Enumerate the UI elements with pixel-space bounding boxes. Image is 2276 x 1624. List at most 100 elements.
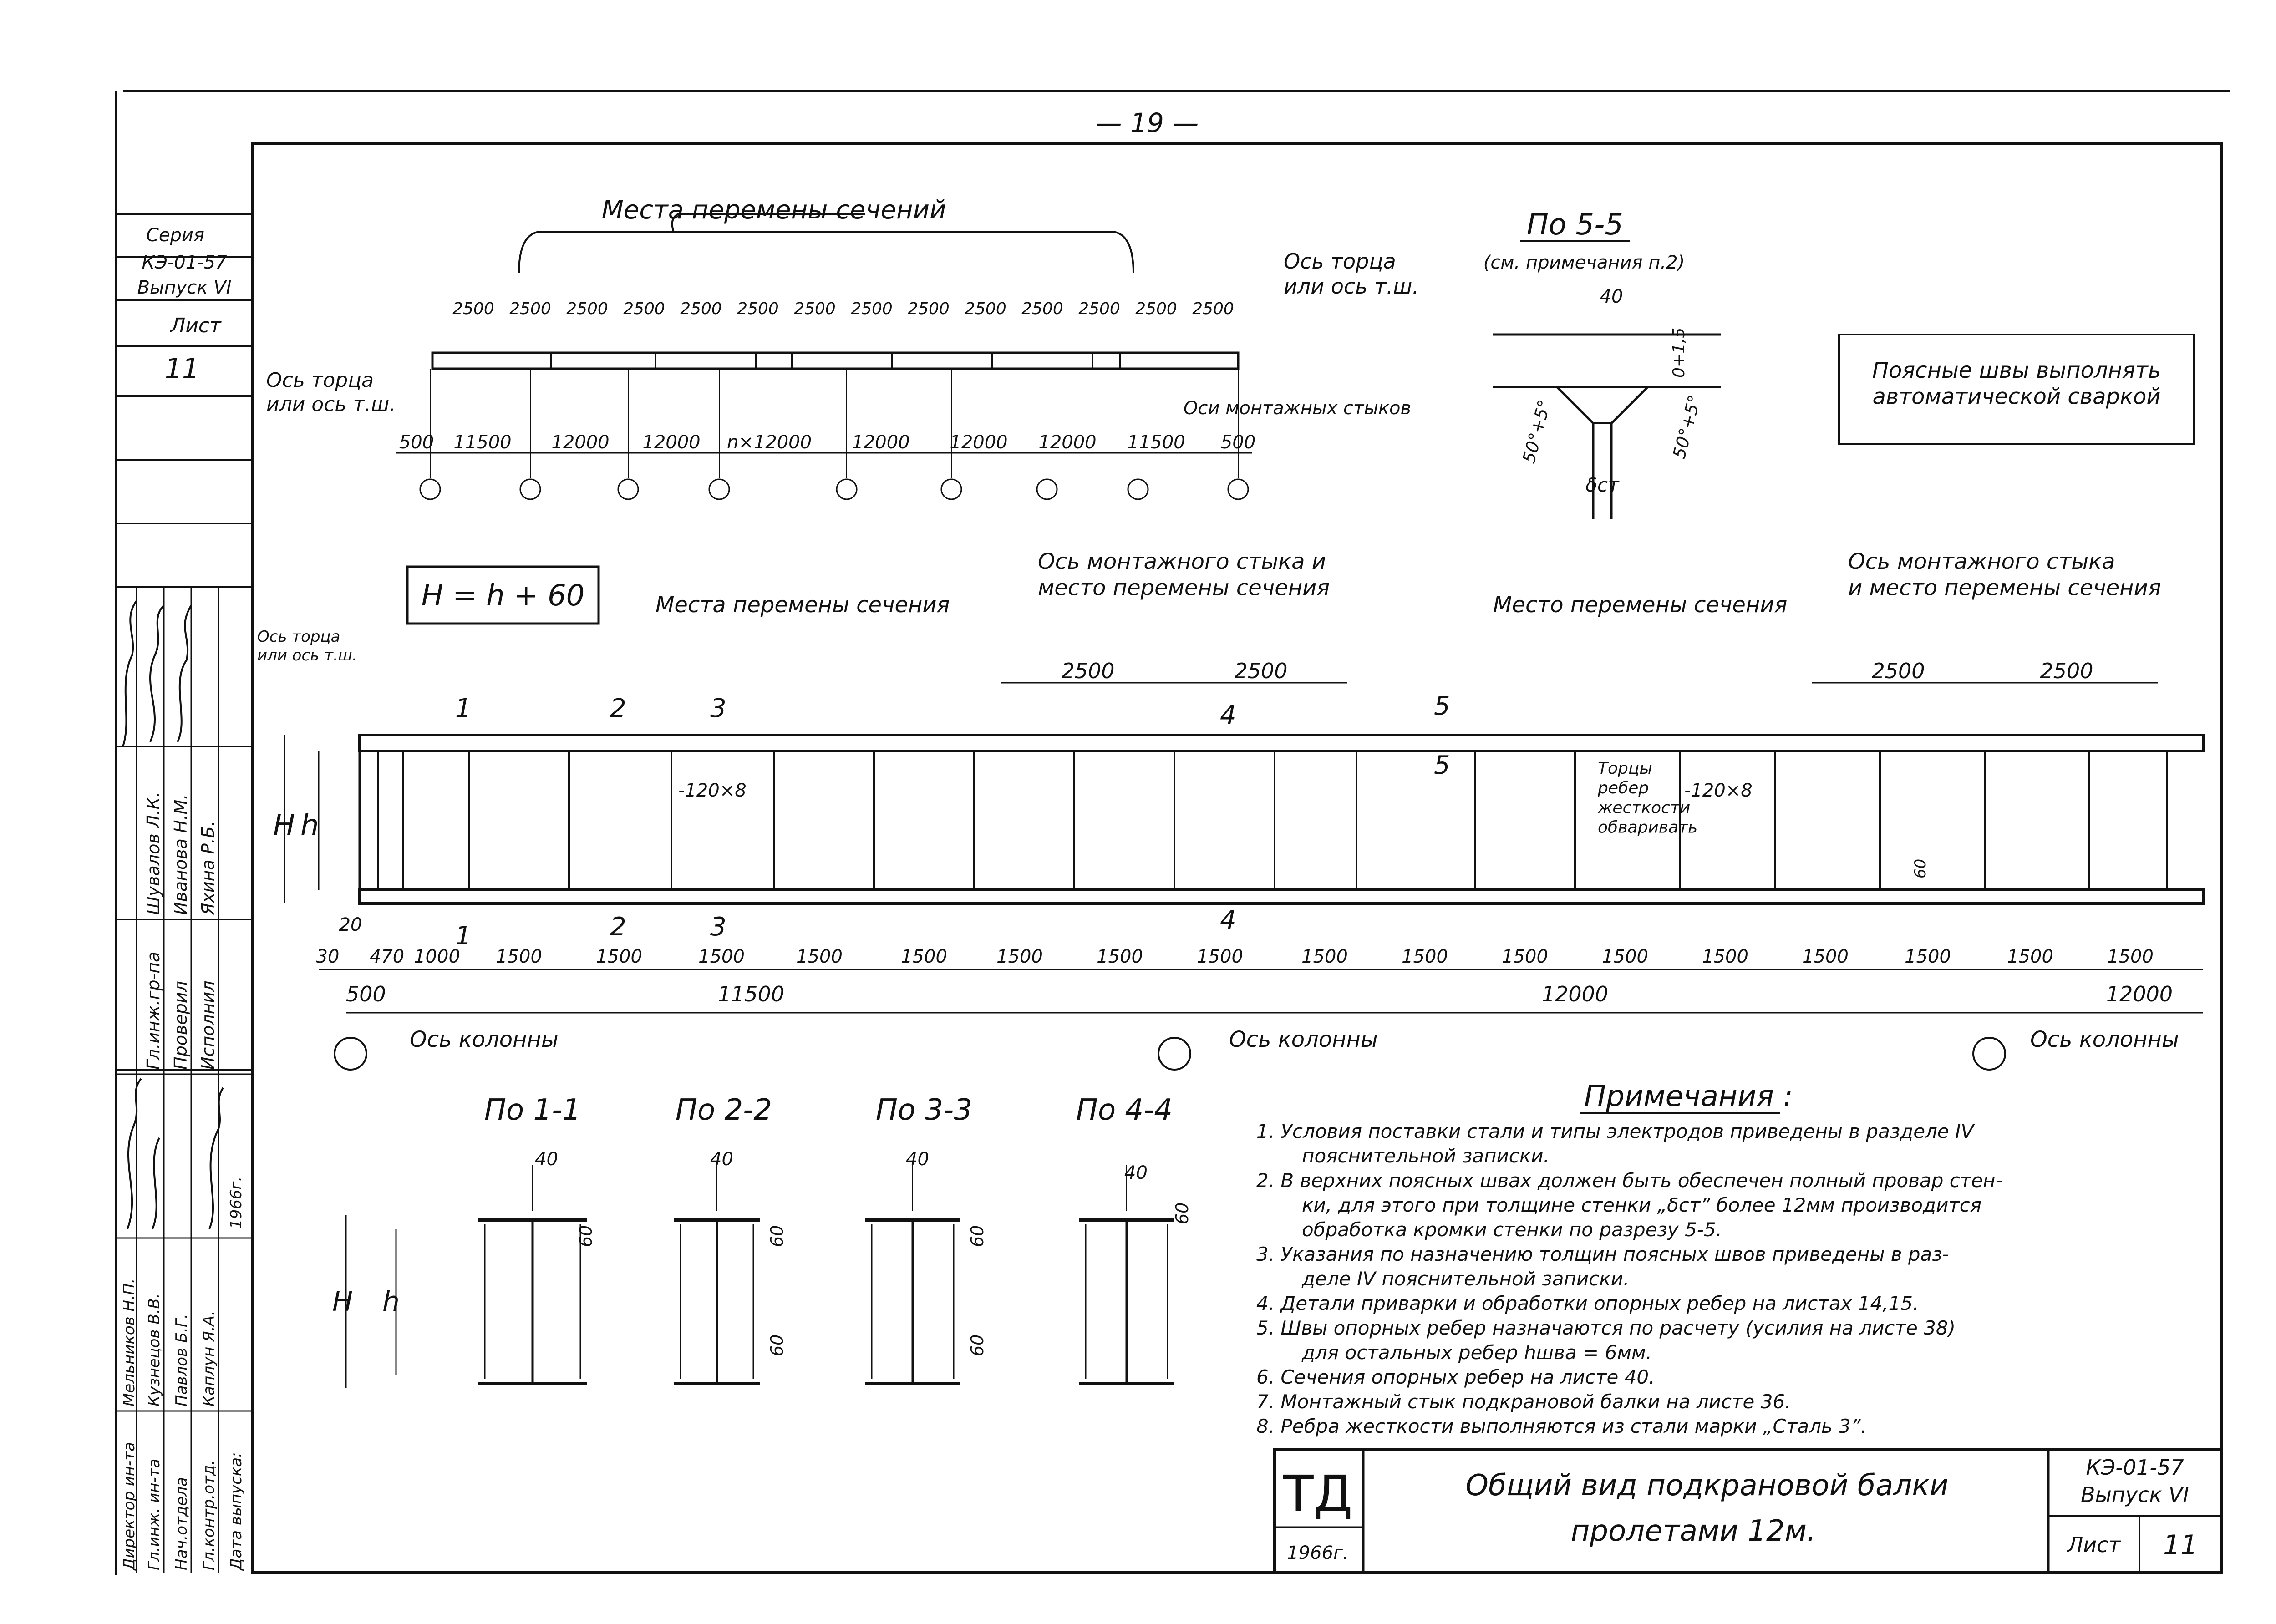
logo-year: 1966г. xyxy=(1287,1543,1349,1563)
plan-offset-value: 2500 xyxy=(566,299,608,318)
dim-2500-a: 2500 xyxy=(1061,659,1114,683)
note-line: 3. Указания по назначению толщин поясных… xyxy=(1256,1243,1949,1265)
signature-2 xyxy=(149,604,165,742)
note-line: обработка кромки стенки по разрезу 5-5. xyxy=(1302,1218,1722,1241)
notes-block: Примечания : 1. Условия поставки стали и… xyxy=(1256,1080,2002,1437)
rib-spacing-value: 1500 xyxy=(1301,946,1348,967)
plan-beam xyxy=(431,351,1240,370)
note-line: пояснительной записки. xyxy=(1302,1145,1550,1167)
rib-spacing-value: 1500 xyxy=(996,946,1043,967)
plan-offset-value: 2500 xyxy=(1078,299,1120,318)
plan-axis-circle xyxy=(617,478,639,500)
section-1-dim: 40 xyxy=(535,1149,558,1170)
stamp-year: 1966г. xyxy=(227,1177,245,1229)
plan-offset-value: 2500 xyxy=(794,299,836,318)
plan-axis-circle xyxy=(419,478,441,500)
section-3-dim: 40 xyxy=(906,1149,929,1170)
top-flange xyxy=(358,734,2205,752)
plan-span-value: 12000 xyxy=(642,432,700,453)
stamp-approval-name-2: Кузнецов В.В. xyxy=(145,1293,163,1406)
rib-spacing-value: 1500 xyxy=(901,946,947,967)
signature-5 xyxy=(152,1137,160,1229)
stamp-approval-role-1: Директор ин-та xyxy=(120,1442,138,1571)
cut-mark-3-bottom: 3 xyxy=(710,912,726,942)
dim-40: 40 xyxy=(1600,286,1623,307)
plan-offset-value: 2500 xyxy=(851,299,893,318)
note-line: 6. Сечения опорных ребер на листе 40. xyxy=(1256,1366,1655,1388)
title-block: ТД 1966г. Общий вид подкрановой балки пр… xyxy=(1273,1448,2223,1574)
plan-span-value: 11500 xyxy=(1127,432,1185,453)
welding-note-box xyxy=(1838,334,2195,445)
rib-spacing-value: 1500 xyxy=(2107,946,2154,967)
section-3-dim2: 60 xyxy=(967,1225,987,1247)
stamp-name-1: Шувалов Л.К. xyxy=(143,792,163,915)
section-1-H: H xyxy=(332,1286,353,1318)
bottom-flange xyxy=(358,888,2205,905)
stamp-series-label: Серия xyxy=(146,225,204,246)
rib-spacing-value: 470 xyxy=(370,946,404,967)
note-line: для остальных ребер hшва = 6мм. xyxy=(1301,1341,1652,1364)
plan-offset-value: 2500 xyxy=(737,299,779,318)
stamp-role-2: Проверил xyxy=(171,981,191,1070)
cut-mark-1-bottom: 1 xyxy=(455,921,472,951)
plan-column-axes xyxy=(419,353,1249,500)
plan-offset-value: 2500 xyxy=(1135,299,1177,318)
drawing-title-line1: Общий вид подкрановой балки xyxy=(1466,1469,1949,1502)
plan-offset-value: 2500 xyxy=(452,299,494,318)
stiffener-ribs xyxy=(377,751,2168,890)
web-bevel xyxy=(1556,386,1649,519)
note-line: 8. Ребра жесткости выполняются из стали … xyxy=(1256,1415,1867,1437)
section-5-5-note: (см. примечания п.2) xyxy=(1483,252,1685,273)
section-3-3-title: По 3-3 xyxy=(876,1093,972,1127)
side-stamp: Серия КЭ-01-57 Выпуск VI Лист 11 Гл.инж.… xyxy=(116,213,253,1573)
section-3-dim3: 60 xyxy=(967,1335,987,1356)
stamp-name-2: Иванова Н.М. xyxy=(171,794,191,915)
stamp-approval-name-1: Мельников Н.П. xyxy=(120,1279,138,1406)
logo-td: ТД xyxy=(1282,1465,1352,1523)
note-line: 2. В верхних поясных швах должен быть об… xyxy=(1256,1169,2002,1192)
plan-axis-circle xyxy=(519,478,541,500)
column-axis-circle-1 xyxy=(334,1037,367,1071)
plan-span-value: 11500 xyxy=(453,432,511,453)
tb-sheet-label: Лист xyxy=(2067,1533,2121,1557)
cut-mark-3: 3 xyxy=(710,694,726,723)
plan-joint-axes: Оси монтажных стыков xyxy=(1184,398,1411,419)
stamp-role-1: Гл.инж.гр-па xyxy=(143,952,163,1070)
note-line: 7. Монтажный стык подкрановой балки на л… xyxy=(1256,1391,1791,1413)
stamp-series-code: КЭ-01-57 xyxy=(142,252,228,273)
stamp-approval-name-4: Каплун Я.А. xyxy=(200,1310,218,1406)
plan-offset-value: 2500 xyxy=(965,299,1006,318)
rib-spacing-value: 1500 xyxy=(1502,946,1548,967)
stamp-issue: Выпуск VI xyxy=(137,277,232,298)
plan-span-value: n×12000 xyxy=(727,432,812,453)
stamp-sheet-label: Лист xyxy=(169,314,222,337)
plan-span-value: 12000 xyxy=(1038,432,1096,453)
cross-sections: По 1-1 По 2-2 По 3-3 По 4-4 40 40 40 40 … xyxy=(332,1093,1192,1388)
section-2-dim: 40 xyxy=(710,1149,733,1170)
angle-left: 50°+5° xyxy=(1519,397,1555,465)
section-2-dim3: 60 xyxy=(767,1335,787,1356)
cut-mark-5: 5 xyxy=(1434,691,1450,721)
plan-axis-circle xyxy=(708,478,730,500)
plan-offset-value: 2500 xyxy=(1021,299,1063,318)
dim-2500-c: 2500 xyxy=(1871,659,1925,683)
formula-box xyxy=(406,565,600,625)
plan-axis-circle xyxy=(1036,478,1058,500)
section-4-4-title: По 4-4 xyxy=(1076,1093,1173,1127)
cut-mark-1: 1 xyxy=(455,694,472,723)
rib-spacing-value: 1500 xyxy=(1905,946,1951,967)
cut-mark-4: 4 xyxy=(1220,700,1236,730)
rib-spacing-value: 1500 xyxy=(1402,946,1448,967)
rib-spacing-value: 1500 xyxy=(1802,946,1849,967)
rib-spacing-value: 1000 xyxy=(414,946,460,967)
plan-span-value: 12000 xyxy=(551,432,609,453)
rib-spacing-value: 1500 xyxy=(796,946,843,967)
change-label-right: Место перемены сечения xyxy=(1493,592,1787,618)
rib-spacing-value: 1500 xyxy=(1197,946,1243,967)
dim-gap: 0+1,5 xyxy=(1670,328,1688,378)
